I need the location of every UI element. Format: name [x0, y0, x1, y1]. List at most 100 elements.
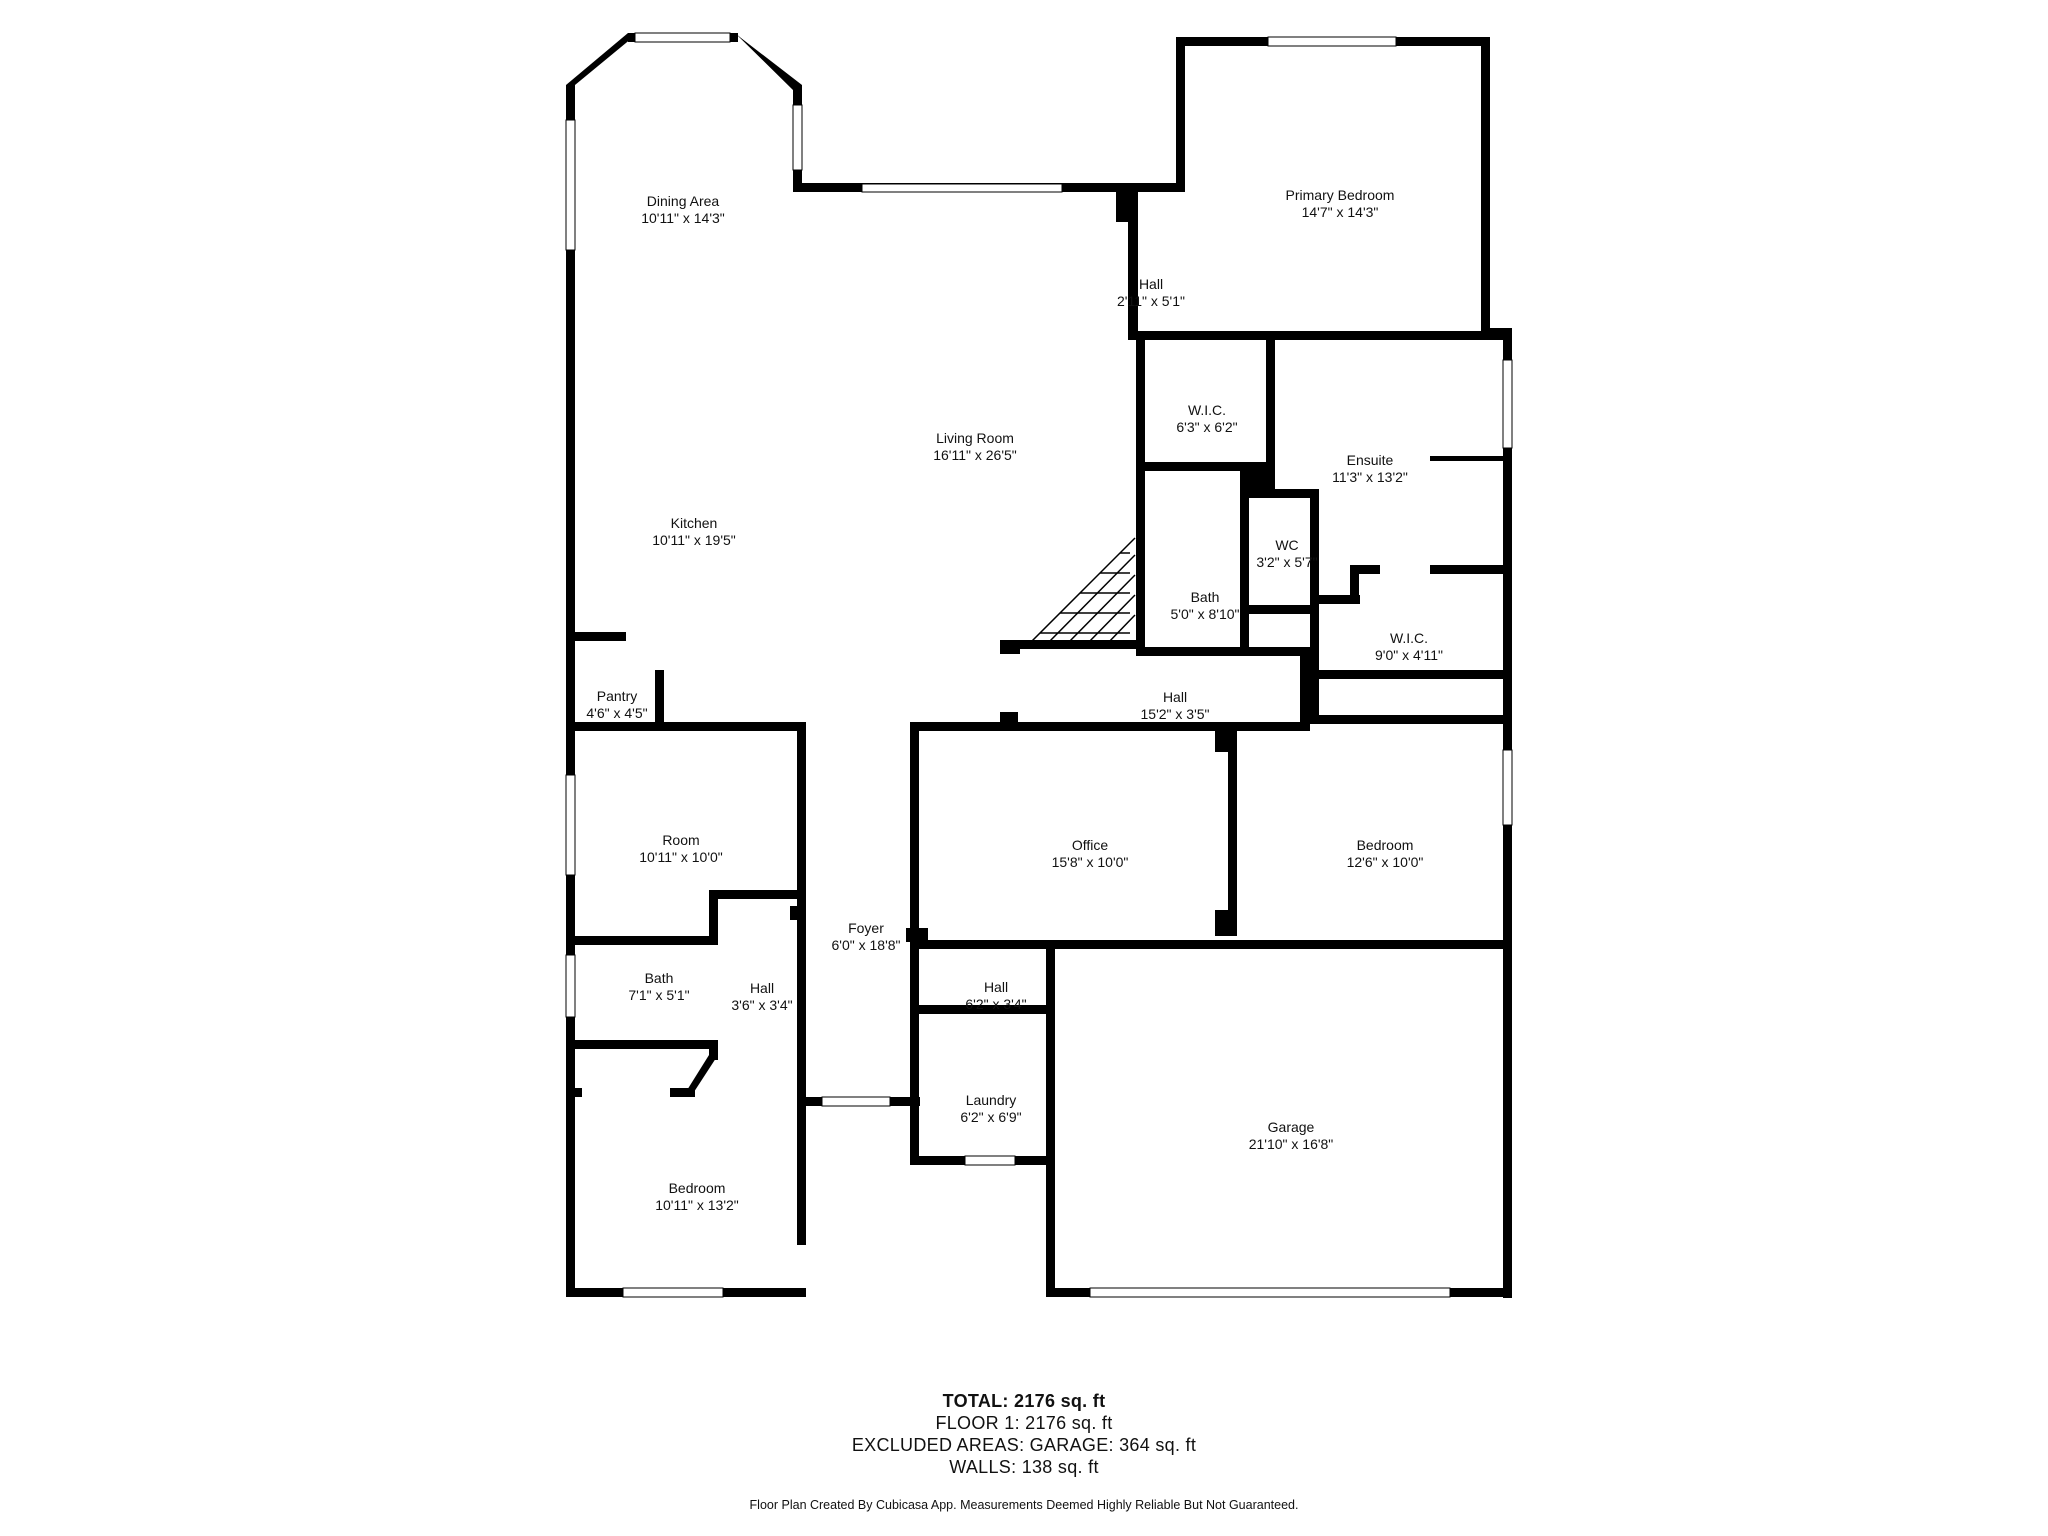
walls-area: WALLS: 138 sq. ft [949, 1457, 1099, 1477]
room-dims: 6'2" x 6'9" [960, 1109, 1022, 1125]
room-label-hall-left: Hall 3'6" x 3'4" [731, 980, 792, 1014]
window [565, 774, 576, 876]
wall [1481, 37, 1490, 337]
room-name: W.I.C. [1389, 630, 1429, 646]
room-label-garage: Garage 21'10" x 16'8" [1249, 1119, 1334, 1153]
wall [566, 722, 806, 731]
room-label-kitchen: Kitchen 10'11" x 19'5" [652, 515, 736, 549]
room-dims: 7'1" x 5'1" [628, 987, 690, 1003]
room-label-ensuite: Ensuite 11'3" x 13'2" [1332, 452, 1408, 486]
window [1267, 36, 1397, 47]
wall [655, 670, 664, 730]
wall [709, 1040, 718, 1060]
room-dims: 3'6" x 3'4" [731, 997, 793, 1013]
room-dims: 9'0" x 4'11" [1375, 647, 1443, 663]
window [792, 104, 803, 171]
room-name: Hall [983, 979, 1009, 995]
room-name: W.I.C. [1187, 402, 1227, 418]
room-dims: 11'3" x 13'2" [1332, 469, 1408, 485]
wall [1136, 462, 1266, 471]
wall [910, 1005, 1055, 1014]
wall [797, 1097, 822, 1106]
total-area: TOTAL: 2176 sq. ft [942, 1391, 1106, 1411]
wall [670, 1088, 695, 1097]
room-dims: 10'11" x 13'2" [655, 1197, 739, 1213]
wall [1350, 565, 1359, 604]
wall [910, 940, 1510, 949]
wall [910, 722, 1235, 731]
wall [1430, 565, 1510, 574]
wall [1310, 489, 1319, 614]
window [1502, 749, 1513, 826]
room-dims: 4'6" x 4'5" [586, 705, 648, 721]
window [565, 119, 576, 251]
wall [1046, 940, 1055, 1297]
room-name: Laundry [965, 1092, 1017, 1108]
room-name: Room [662, 832, 700, 848]
window [861, 183, 1063, 193]
room-dims: 6'3" x 6'2" [1176, 419, 1238, 435]
area-summary: TOTAL: 2176 sq. ft FLOOR 1: 2176 sq. ft … [0, 1390, 2048, 1478]
wall [1046, 1288, 1091, 1297]
wall [709, 890, 799, 899]
room-name: Kitchen [670, 515, 718, 531]
window [634, 32, 731, 43]
room-dims: 10'11" x 10'0" [639, 849, 723, 865]
wall [566, 85, 575, 1297]
room-dims: 10'11" x 14'3" [641, 210, 725, 226]
room-label-laundry: Laundry 6'2" x 6'9" [960, 1092, 1021, 1126]
excluded-area: EXCLUDED AREAS: GARAGE: 364 sq. ft [851, 1435, 1197, 1455]
wall [1228, 722, 1237, 936]
wall [1176, 37, 1185, 192]
wall [890, 1097, 920, 1106]
wall [1266, 331, 1275, 491]
room-label-hall-mid: Hall 15'2" x 3'5" [1141, 689, 1210, 723]
room-dims: 12'6" x 10'0" [1346, 854, 1424, 870]
window [1502, 359, 1513, 449]
room-name: Foyer [848, 920, 884, 936]
room-label-bath-left: Bath 7'1" x 5'1" [628, 970, 689, 1004]
room-name: Hall [1138, 276, 1164, 292]
wall [790, 906, 806, 920]
window [565, 954, 576, 1018]
room-dims: 15'8" x 10'0" [1051, 854, 1129, 870]
room-name: Bedroom [1356, 837, 1414, 853]
wall [1450, 1288, 1512, 1297]
floor-area: FLOOR 1: 2176 sq. ft [935, 1413, 1113, 1433]
wall [1310, 604, 1319, 724]
room-dims: 6'0" x 18'8" [831, 937, 901, 953]
wall [566, 632, 626, 641]
window [821, 1096, 891, 1107]
room-dims: 3'2" x 5'7" [1256, 554, 1318, 570]
walls [566, 33, 1512, 1298]
wall [1310, 595, 1360, 604]
wall [1310, 670, 1510, 679]
room-label-living-room: Living Room 16'11" x 26'5" [933, 430, 1017, 464]
wall [1000, 712, 1018, 724]
window [622, 1287, 724, 1298]
room-name: Bath [1190, 589, 1220, 605]
room-name: Garage [1267, 1119, 1315, 1135]
wall [1310, 715, 1510, 724]
room-name: Living Room [936, 430, 1014, 446]
room-label-office: Office 15'8" x 10'0" [1052, 837, 1129, 871]
wall [906, 928, 928, 942]
room-label-dining-area: Dining Area 10'11" x 14'3" [641, 193, 725, 227]
room-label-bath-center: Bath 5'0" x 8'10" [1171, 589, 1240, 623]
room-dims: 6'2" x 3'4" [965, 996, 1027, 1012]
room-dims: 15'2" x 3'5" [1140, 706, 1210, 722]
room-name: Bedroom [668, 1180, 726, 1196]
wall [1136, 331, 1145, 471]
wall [566, 33, 632, 85]
wall [910, 722, 919, 942]
wall [566, 1040, 716, 1049]
room-dims: 21'10" x 16'8" [1248, 1136, 1334, 1152]
stair-step [1065, 574, 1136, 646]
room-label-wic-top: W.I.C. 6'3" x 6'2" [1176, 402, 1237, 436]
room-label-room: Room 10'11" x 10'0" [639, 832, 723, 866]
room-name: Primary Bedroom [1285, 187, 1395, 203]
stair-step [1105, 614, 1136, 646]
wall [566, 1088, 582, 1097]
wall [1128, 331, 1511, 340]
room-label-primary-bedroom: Primary Bedroom 14'7" x 14'3" [1286, 187, 1395, 221]
